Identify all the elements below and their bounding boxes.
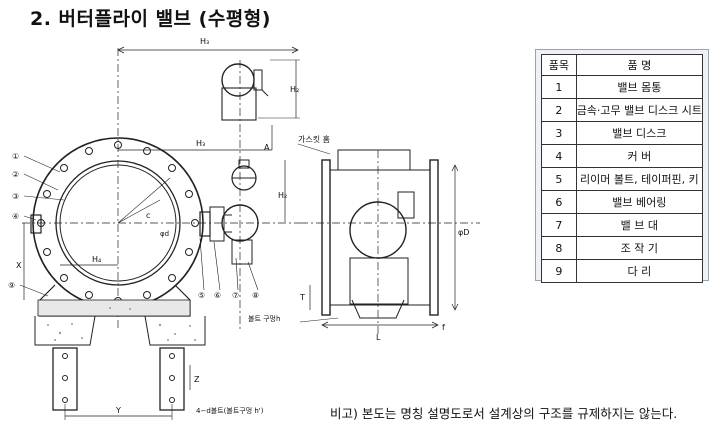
- header-item-name: 품 명: [575, 54, 704, 76]
- phi-d-small-label: φd: [160, 230, 169, 238]
- table-row: 3 밸브 디스크: [541, 121, 704, 145]
- a-mark-label: A: [264, 143, 270, 152]
- c-mark-label: c: [146, 211, 150, 220]
- item-no: 8: [541, 236, 577, 260]
- item-name: 다 리: [575, 259, 704, 283]
- callout-2: ②: [12, 170, 19, 179]
- h3-mid-label: H₃: [196, 139, 205, 148]
- callout-9: ⑨: [8, 281, 15, 290]
- bolt-hole-label: 볼트 구멍h: [248, 314, 280, 323]
- item-name: 밸브 베어링: [575, 190, 704, 214]
- item-name: 리이머 볼트, 테이퍼핀, 키: [575, 167, 704, 191]
- item-no: 7: [541, 213, 577, 237]
- item-name: 조 작 기: [575, 236, 704, 260]
- bolt-holes: [37, 141, 199, 305]
- parts-table: 품목 품 명 1 밸브 몸통 2 금속·고무 밸브 디스크 시트 3 밸브 디스…: [541, 54, 704, 283]
- t-dim-label: T: [299, 293, 305, 302]
- y-dim-label: Y: [115, 406, 121, 415]
- item-name: 밸브 몸통: [575, 75, 704, 99]
- callout-4: ④: [12, 212, 19, 221]
- operator-body: [221, 204, 259, 242]
- side-flange-right: [429, 159, 439, 316]
- table-row: 1 밸브 몸통: [541, 75, 704, 99]
- footnote: 비고) 본도는 명칭 설명도로서 설계상의 구조를 규제하지는 않는다.: [330, 406, 678, 421]
- item-name: 밸 브 대: [575, 213, 704, 237]
- page-title: 2. 버터플라이 밸브 (수평형): [30, 8, 271, 30]
- item-no: 2: [541, 98, 577, 122]
- table-row: 4 커 버: [541, 144, 704, 168]
- item-name: 금속·고무 밸브 디스크 시트: [575, 98, 704, 122]
- x-dim-label: X: [16, 261, 22, 270]
- table-row: 2 금속·고무 밸브 디스크 시트: [541, 98, 704, 122]
- h2-top-label: H₂: [290, 85, 299, 94]
- callout-7: ⑦: [232, 291, 239, 300]
- callout-3: ③: [12, 192, 19, 201]
- table-row: 9 다 리: [541, 259, 704, 283]
- table-row: 5 리이머 볼트, 테이퍼핀, 키: [541, 167, 704, 191]
- callout-1: ①: [12, 152, 19, 161]
- parts-list-panel: 품목 품 명 1 밸브 몸통 2 금속·고무 밸브 디스크 시트 3 밸브 디스…: [535, 49, 709, 283]
- callout-6: ⑥: [214, 291, 221, 300]
- table-row: 6 밸브 베어링: [541, 190, 704, 214]
- item-no: 1: [541, 75, 577, 99]
- item-no: 9: [541, 259, 577, 283]
- f-dim-label: f: [442, 323, 445, 332]
- phi-d-label: φD: [458, 228, 469, 237]
- h2-mid-label: H₂: [278, 191, 287, 200]
- item-name: 커 버: [575, 144, 704, 168]
- bolt-note-label: 4−d볼트(볼트구멍 h'): [196, 406, 264, 415]
- table-row: 8 조 작 기: [541, 236, 704, 260]
- h3-top-label: H₃: [200, 37, 209, 46]
- callout-8: ⑧: [252, 291, 259, 300]
- item-no: 5: [541, 167, 577, 191]
- table-row: 7 밸 브 대: [541, 213, 704, 237]
- item-no: 3: [541, 121, 577, 145]
- parts-table-header: 품목 품 명: [541, 54, 704, 76]
- z-dim-label: Z: [194, 375, 200, 384]
- l-dim-label: L: [376, 333, 381, 342]
- item-no: 4: [541, 144, 577, 168]
- callout-5: ⑤: [198, 291, 205, 300]
- header-item-no: 품목: [541, 54, 577, 76]
- gasket-groove-label: 가스킷 홈: [298, 134, 330, 144]
- side-flange-left: [321, 159, 331, 316]
- item-no: 6: [541, 190, 577, 214]
- h4-label: H₄: [92, 255, 101, 264]
- item-name: 밸브 디스크: [575, 121, 704, 145]
